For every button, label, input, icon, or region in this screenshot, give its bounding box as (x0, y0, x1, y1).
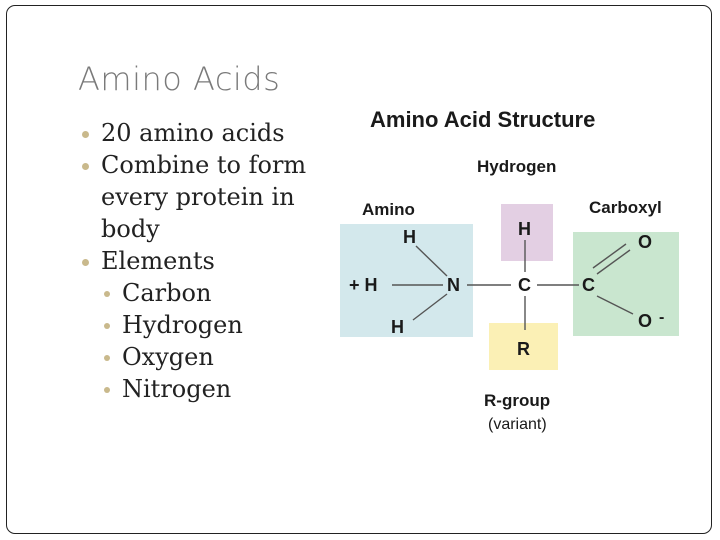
bullet-text: Carbon (122, 279, 212, 307)
amino-h-top-atom: H (403, 227, 416, 247)
carboxyl-label: Carboxyl (589, 198, 662, 217)
sub-bullet-item: Nitrogen (80, 373, 350, 405)
r-atom: R (517, 339, 530, 359)
r-group-label: R-group (484, 391, 550, 410)
bullet-dot-icon (104, 355, 110, 361)
bullet-item: Combine to form every protein in body (80, 149, 350, 245)
bullet-dot-icon (104, 323, 110, 329)
sub-bullet-item: Carbon (80, 277, 350, 309)
bullet-dot-icon (82, 163, 89, 170)
bullet-text: Combine to form every protein in body (101, 151, 307, 243)
amino-n-atom: N (447, 275, 460, 295)
bullet-item: 20 amino acids (80, 117, 350, 149)
bullet-dot-icon (82, 131, 89, 138)
carboxyl-o-top-atom: O (638, 232, 652, 252)
bond-c-o-single (596, 295, 634, 315)
bullet-text: Elements (101, 247, 215, 275)
slide-frame (6, 5, 712, 534)
diagram-title: Amino Acid Structure (370, 107, 595, 132)
sub-bullet-item: Oxygen (80, 341, 350, 373)
carboxyl-o-bottom-atom: O (638, 311, 652, 331)
variant-label: (variant) (488, 416, 547, 433)
bullet-dot-icon (82, 259, 89, 266)
bond-c-o-double-2 (592, 243, 627, 269)
bullet-dot-icon (104, 291, 110, 297)
negative-charge-label: - (659, 309, 664, 326)
bullet-dot-icon (104, 387, 110, 393)
alpha-c-atom: C (518, 275, 531, 295)
r-group-box (489, 323, 558, 370)
hydrogen-label: Hydrogen (477, 157, 556, 176)
amino-label: Amino (362, 200, 415, 219)
amino-acid-structure-diagram: Amino Acid Structure Hydrogen Amino Carb… (340, 107, 679, 433)
sub-bullet-item: Hydrogen (80, 309, 350, 341)
bullet-text: Hydrogen (122, 311, 243, 339)
amino-group-box (340, 224, 473, 337)
slide-title: Amino Acids (78, 60, 281, 98)
bullet-item: Elements (80, 245, 350, 277)
alpha-h-atom: H (518, 219, 531, 239)
bond-n-h-top (415, 245, 448, 277)
bonds (392, 240, 634, 330)
amino-h-bottom-atom: H (391, 317, 404, 337)
hydrogen-box (501, 204, 553, 261)
carboxyl-c-atom: C (582, 275, 595, 295)
bond-n-h-bottom (412, 293, 448, 321)
bullet-text: Oxygen (122, 343, 214, 371)
bond-c-o-double-1 (596, 249, 631, 275)
amino-plus-h-atom: + H (349, 275, 378, 295)
bullet-text: 20 amino acids (101, 119, 285, 147)
bullet-list: 20 amino acids Combine to form every pro… (80, 117, 350, 405)
bullet-text: Nitrogen (122, 375, 232, 403)
carboxyl-group-box (573, 232, 679, 336)
